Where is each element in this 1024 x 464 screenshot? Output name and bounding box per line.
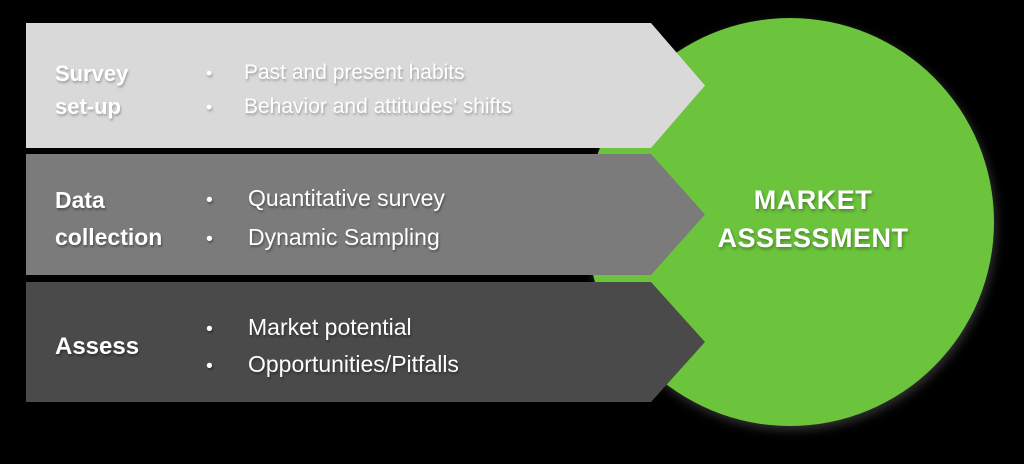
stage-bullets-survey-setup: • Past and present habits • Behavior and… (206, 23, 512, 148)
bullet-text: Dynamic Sampling (248, 224, 440, 250)
stage-label-assess: Assess (55, 282, 200, 402)
bullet-item: • Quantitative survey (206, 180, 445, 219)
bullet-icon: • (206, 228, 213, 250)
market-assessment-label: MARKET ASSESSMENT (653, 181, 973, 257)
stage-label-line: Data (55, 187, 105, 213)
bullet-text: Quantitative survey (248, 185, 445, 211)
bullet-item: • Opportunities/Pitfalls (206, 347, 459, 384)
stage-label-line: Survey (55, 61, 129, 86)
bullet-text: Behavior and attitudes’ shifts (244, 95, 512, 118)
stage-label-survey-setup: Survey set-up (55, 23, 200, 148)
bullet-icon: • (206, 189, 213, 211)
bullet-text: Opportunities/Pitfalls (248, 350, 459, 377)
market-assessment-label-line1: MARKET (753, 185, 873, 215)
stage-label-line: collection (55, 224, 163, 250)
stage-bar-assess: Assess • Market potential • Opportunitie… (26, 282, 705, 402)
bullet-icon: • (206, 354, 213, 377)
stage-bullets-assess: • Market potential • Opportunities/Pitfa… (206, 282, 459, 402)
bullet-text: Market potential (248, 313, 412, 340)
bullet-icon: • (206, 97, 213, 117)
stage-bullets-data-collection: • Quantitative survey • Dynamic Sampling (206, 154, 445, 275)
bullet-text: Past and present habits (244, 61, 465, 84)
bullet-icon: • (206, 317, 213, 340)
stage-bar-data-collection: Data collection • Quantitative survey • … (26, 154, 705, 275)
bullet-item: • Dynamic Sampling (206, 219, 445, 258)
stage-label-data-collection: Data collection (55, 154, 200, 275)
stage-bar-survey-setup: Survey set-up • Past and present habits … (26, 23, 705, 148)
bullet-item: • Behavior and attitudes’ shifts (206, 90, 512, 124)
stage-label-line: Assess (55, 333, 140, 360)
bullet-item: • Past and present habits (206, 56, 512, 90)
bullet-item: • Market potential (206, 310, 459, 347)
stage-label-line: set-up (55, 94, 121, 119)
market-assessment-label-line2: ASSESSMENT (717, 223, 909, 253)
bullet-icon: • (206, 63, 213, 83)
